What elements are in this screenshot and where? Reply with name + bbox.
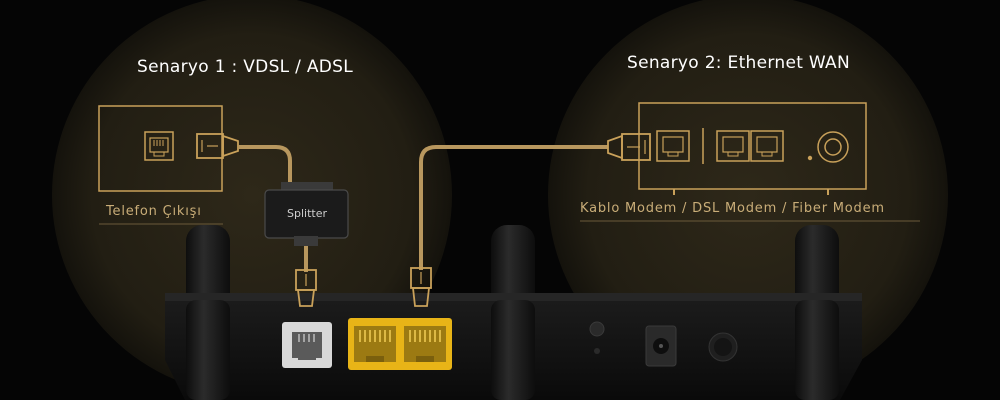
modem-device xyxy=(638,102,867,195)
modem-caption: Kablo Modem / DSL Modem / Fiber Modem xyxy=(580,201,885,216)
wps-button xyxy=(589,321,605,337)
power-button-icon xyxy=(708,332,738,362)
modem-plug xyxy=(607,133,651,161)
dsl-plug-down xyxy=(295,269,317,307)
splitter-box xyxy=(264,182,349,246)
scenario1-title: Senaryo 1 : VDSL / ADSL xyxy=(137,57,354,77)
telefon-caption: Telefon Çıkışı xyxy=(106,204,202,219)
cable-router-to-modem xyxy=(419,145,608,270)
reset-button xyxy=(594,348,600,354)
dc-power-jack-icon xyxy=(645,325,677,367)
cable-outlet-to-splitter xyxy=(238,145,292,187)
splitter-label: Splitter xyxy=(287,207,327,220)
phone-wall-outlet xyxy=(98,105,223,192)
scenario2-title: Senaryo 2: Ethernet WAN xyxy=(627,53,851,73)
phone-plug-left xyxy=(196,133,239,159)
router-ethernet-ports xyxy=(348,318,452,370)
wan-plug-down xyxy=(410,267,432,307)
router-dsl-port xyxy=(282,322,332,368)
